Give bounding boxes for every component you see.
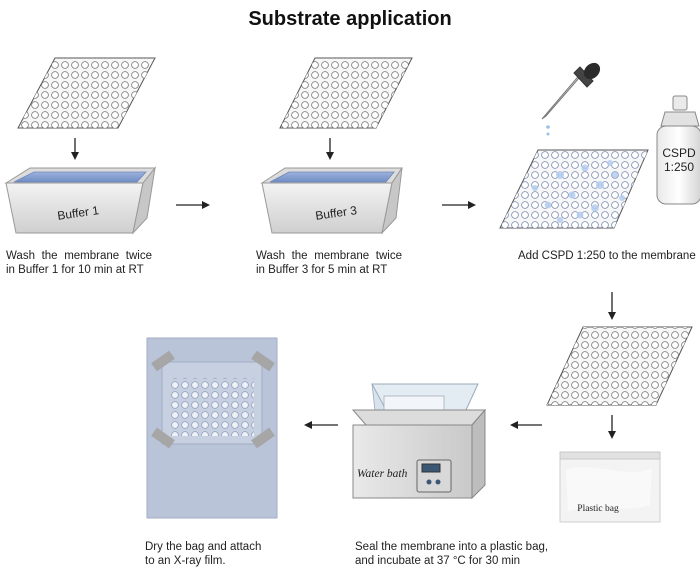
diagram-title: Substrate application xyxy=(248,8,452,30)
cspd-bottle: CSPD 1:250 xyxy=(656,95,700,205)
cspd-droplets xyxy=(532,160,625,223)
tape-bottom-left xyxy=(151,427,175,449)
dropper xyxy=(541,62,601,136)
membrane-step3 xyxy=(499,149,649,229)
caption-step4-line1: Seal the membrane into a plastic bag, xyxy=(355,541,549,553)
caption-step1: Wash the membrane twice in Buffer 1 for … xyxy=(6,250,152,276)
bath-control-panel xyxy=(416,459,452,493)
water-bath: Water bath xyxy=(351,383,487,500)
cspd-label-line1: CSPD xyxy=(662,146,696,160)
caption-step5: Dry the bag and attach to an X-ray film. xyxy=(145,540,305,568)
buffer3-label: Buffer 3 xyxy=(314,203,358,223)
membrane-step2 xyxy=(279,57,413,129)
tray-step1: Buffer 1 xyxy=(4,166,157,235)
plastic-bag: Plastic bag xyxy=(559,451,661,523)
tape-top-right xyxy=(251,350,275,372)
caption-step3: Add CSPD 1:250 to the membrane xyxy=(518,250,696,262)
tape-top-left xyxy=(151,350,175,372)
membrane-step1 xyxy=(17,57,156,129)
caption-step4: Seal the membrane into a plastic bag, an… xyxy=(355,540,585,568)
caption-step5-line1: Dry the bag and attach xyxy=(145,541,262,553)
membrane-step4 xyxy=(546,326,693,406)
tray-step2: Buffer 3 xyxy=(260,167,403,235)
tape-bottom-right xyxy=(251,427,275,449)
cspd-label-line2: 1:250 xyxy=(664,160,694,174)
water-bath-label: Water bath xyxy=(357,468,408,480)
plastic-bag-label: Plastic bag xyxy=(577,504,619,514)
buffer1-label: Buffer 1 xyxy=(56,203,100,223)
caption-step5-line2: to an X-ray film. xyxy=(145,555,226,567)
xray-film xyxy=(146,337,278,519)
caption-step4-line2: and incubate at 37 °C for 30 min xyxy=(355,555,521,567)
caption-step2: Wash the membrane twice in Buffer 3 for … xyxy=(256,250,402,276)
